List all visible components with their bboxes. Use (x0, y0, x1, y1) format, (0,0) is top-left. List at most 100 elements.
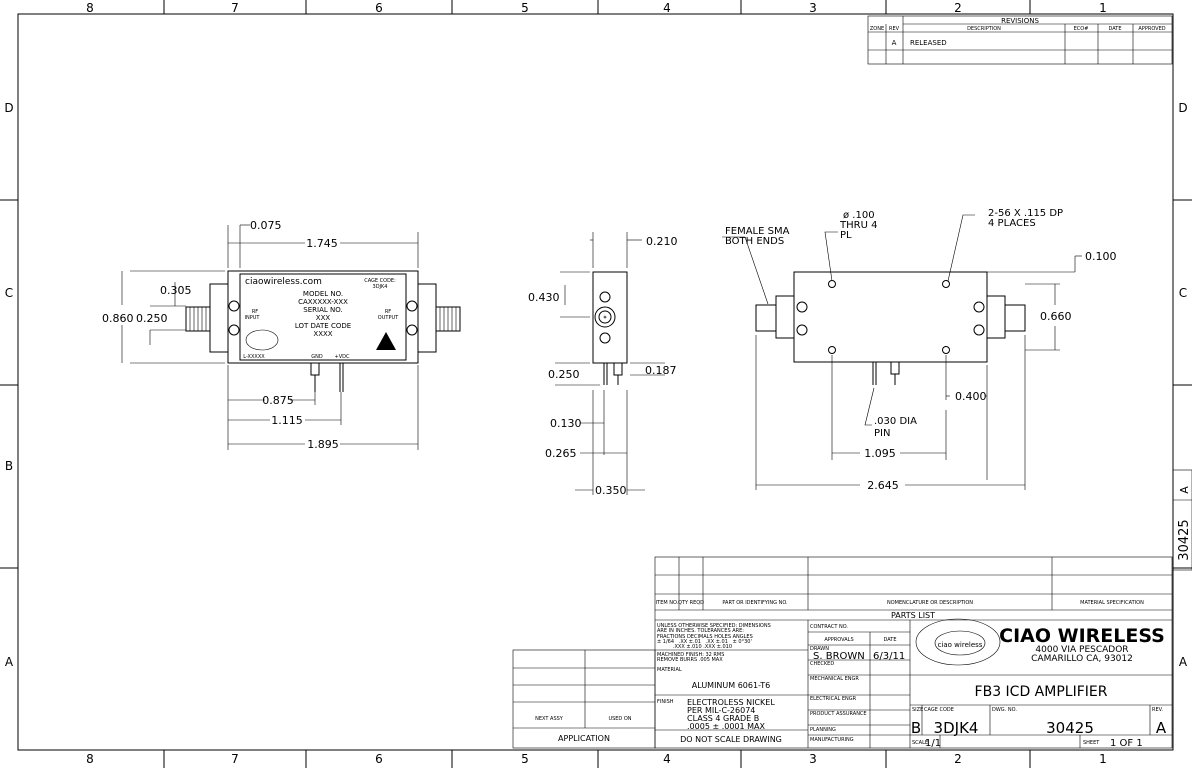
tolerance-note: ARE IN INCHES. TOLERANCES ARE: (657, 628, 744, 634)
website-label: ciaowireless.com (245, 277, 322, 287)
finish-label: FINISH (657, 699, 674, 705)
finish-value: PER MIL-C-26074 (687, 706, 755, 715)
vdc-label: +VDC (335, 354, 350, 360)
model-value: CAXXXXX-XXX (298, 298, 348, 306)
note-hole: ø .100 (843, 210, 875, 221)
parts-list: ITEM NO. QTY REQD PART OR IDENTIFYING NO… (654, 556, 1173, 749)
contract-label: CONTRACT NO. (810, 624, 848, 630)
rf-output-label: RF (385, 309, 391, 315)
title-block: UNLESS OTHERWISE SPECIFIED: DIMENSIONS A… (655, 618, 1172, 749)
note-pin: .030 DIA (874, 416, 917, 427)
note-pin: PIN (874, 428, 890, 439)
rev-header: DATE (1108, 26, 1121, 32)
stamp-rev: A (1178, 486, 1191, 494)
dim-0130: 0.130 (550, 417, 582, 430)
logo-icon (245, 329, 279, 351)
zone-row: D (1178, 101, 1187, 115)
stamp-dwg: 30425 (1177, 519, 1192, 560)
front-view: ciaowireless.com CAGE CODE: 3DJK4 MODEL … (102, 219, 461, 451)
application-block: NEXT ASSY USED ON APPLICATION (512, 649, 656, 749)
date-label: DATE (883, 637, 896, 643)
dim-0350: 0.350 (595, 484, 627, 497)
dim-0875: 0.875 (262, 394, 294, 407)
company-address: 4000 VIA PESCADOR (1035, 645, 1128, 655)
ciao-logo: ciao wireless (915, 618, 1001, 666)
rf-input-label: RF (252, 309, 258, 315)
gnd-label: GND (311, 354, 323, 360)
dim-0187: 0.187 (645, 364, 677, 377)
zone-row: C (5, 286, 13, 300)
sheet-label: SHEET (1083, 740, 1100, 746)
rev-header: ZONE (870, 26, 884, 32)
zone-col: 4 (663, 752, 671, 766)
zone-col: 3 (809, 752, 817, 766)
scale-label: SCALE (912, 740, 928, 746)
lot-value: XXXX (313, 330, 332, 338)
next-assy-label: NEXT ASSY (535, 716, 564, 722)
tolerance-note: .XXX ±.010 .XXX ±.010 (657, 644, 732, 650)
note-tap: 4 PLACES (988, 218, 1036, 229)
dim-0265: 0.265 (545, 447, 577, 460)
planning-label: PLANNING (810, 727, 836, 733)
tolerance-note: ± 1/64 .XX ±.01 .XX ±.01 ± 0°30' (657, 639, 752, 645)
zone-row: C (1179, 286, 1187, 300)
tolerance-note: REMOVE BURRS .005 MAX (657, 657, 723, 663)
cage-code-label: CAGE CODE (924, 707, 954, 713)
parts-header: ITEM NO. (656, 600, 679, 606)
tolerance-note: FRACTIONS DECIMALS HOLES ANGLES (657, 634, 753, 640)
cage-code-value: 3DJK4 (934, 719, 979, 737)
note-hole: PL (840, 230, 852, 241)
rev-description: RELEASED (910, 39, 947, 47)
dim-0860: 0.860 (102, 312, 134, 325)
side-view: 0.210 0.430 0.250 0.187 0.130 0.265 0.35… (528, 232, 678, 497)
finish-value: ELECTROLESS NICKEL (687, 698, 775, 707)
dim-1115: 1.115 (271, 414, 303, 427)
zone-row: B (5, 459, 13, 473)
parts-header: QTY REQD (678, 600, 704, 606)
drawn-by: S. BROWN (813, 651, 865, 662)
size-label: SIZE (912, 707, 923, 713)
dim-0075: 0.075 (250, 219, 282, 232)
drawn-label: DRAWN (810, 646, 829, 652)
finish-value: CLASS 4 GRADE B (687, 714, 759, 723)
model-label: MODEL NO. (303, 290, 343, 298)
rev-header: ECO# (1074, 26, 1089, 32)
parts-list-title: PARTS LIST (891, 611, 935, 620)
zone-col: 8 (86, 1, 94, 15)
note-sma: FEMALE SMA (725, 226, 790, 237)
dim-1745: 1.745 (306, 237, 338, 250)
checked-label: CHECKED (810, 661, 834, 667)
note-sma: BOTH ENDS (725, 236, 784, 247)
approvals-label: APPROVALS (824, 637, 853, 643)
note-tap: 2-56 X .115 DP (988, 208, 1063, 219)
rf-output-label: OUTPUT (378, 315, 399, 321)
company-name: CIAO WIRELESS (999, 625, 1165, 647)
rev-header: REV (889, 26, 900, 32)
zone-col: 1 (1099, 1, 1107, 15)
dim-0660: 0.660 (1040, 310, 1072, 323)
cage-value: 3DJK4 (373, 284, 388, 290)
esd-warning-icon (376, 332, 396, 350)
side-stamp: A 30425 (1172, 469, 1192, 571)
zone-col: 1 (1099, 752, 1107, 766)
zone-row: A (5, 655, 14, 669)
application-label: APPLICATION (558, 734, 610, 743)
mech-engr-label: MECHANICAL ENGR (810, 676, 859, 682)
drawing-title: FB3 ICD AMPLIFIER (975, 684, 1108, 700)
dim-0430: 0.430 (528, 291, 560, 304)
serial-value: XXX (316, 314, 331, 322)
dim-0210: 0.210 (646, 235, 678, 248)
zone-col: 2 (954, 752, 962, 766)
zone-row: D (4, 101, 13, 115)
dwg-no-label: DWG. NO. (992, 707, 1017, 713)
material-label: MATERIAL (657, 667, 682, 673)
drawing-border (17, 13, 1174, 751)
rev-header: APPROVED (1138, 26, 1165, 32)
size-value: B (911, 719, 921, 737)
zone-col: 6 (375, 1, 383, 15)
revisions-title: REVISIONS (1001, 17, 1039, 25)
dim-1895: 1.895 (307, 438, 339, 451)
zone-col: 5 (521, 1, 529, 15)
